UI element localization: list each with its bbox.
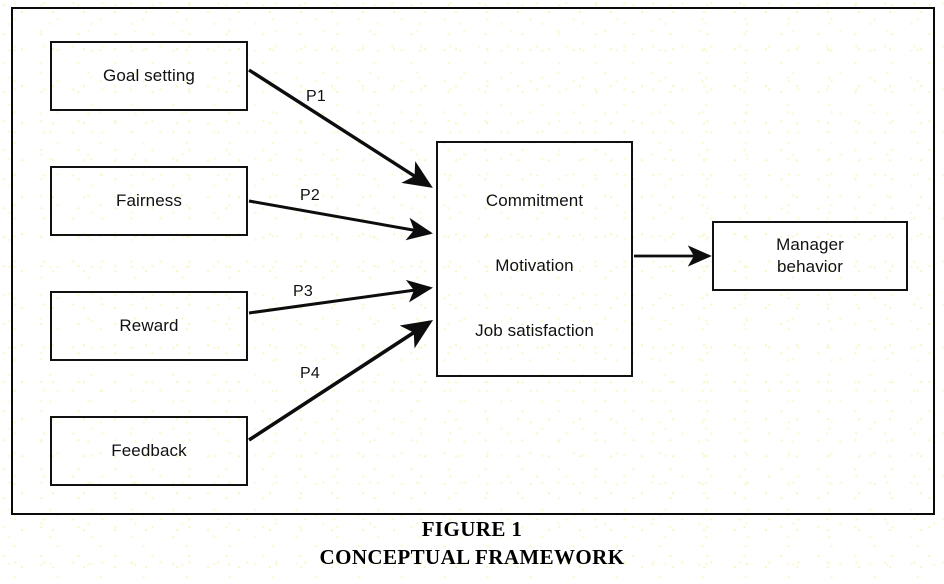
- node-manager-behavior[interactable]: Manager behavior: [712, 221, 908, 291]
- mediator-label-stack: Commitment Motivation Job satisfaction: [438, 190, 631, 343]
- node-fairness-label: Fairness: [116, 190, 182, 210]
- mediator-label-job-satisfaction: Job satisfaction: [475, 320, 594, 340]
- node-reward-label: Reward: [119, 315, 179, 335]
- node-feedback-label: Feedback: [111, 440, 187, 460]
- figure-caption: FIGURE 1 CONCEPTUAL FRAMEWORK: [0, 516, 944, 571]
- edge-label-p2: P2: [300, 187, 320, 204]
- node-goal-setting[interactable]: Goal setting: [50, 41, 248, 111]
- mediator-label-commitment: Commitment: [485, 191, 584, 210]
- node-goal-setting-label: Goal setting: [103, 65, 195, 85]
- node-fairness[interactable]: Fairness: [50, 166, 248, 236]
- figure-frame-border: [11, 7, 935, 515]
- figure-caption-subtitle: CONCEPTUAL FRAMEWORK: [319, 544, 625, 569]
- node-feedback[interactable]: Feedback: [50, 416, 248, 486]
- node-reward[interactable]: Reward: [50, 291, 248, 361]
- manager-behavior-label-stack: Manager behavior: [776, 234, 844, 278]
- manager-behavior-label-line2: behavior: [776, 257, 843, 276]
- figure-caption-title: FIGURE 1: [421, 517, 523, 541]
- edge-label-p4: P4: [300, 365, 320, 382]
- edge-label-p3: P3: [293, 283, 313, 300]
- manager-behavior-label-line1: Manager: [776, 234, 844, 254]
- node-mediator[interactable]: Commitment Motivation Job satisfaction: [436, 141, 633, 377]
- edge-label-p1: P1: [306, 88, 326, 105]
- mediator-label-motivation: Motivation: [495, 255, 574, 275]
